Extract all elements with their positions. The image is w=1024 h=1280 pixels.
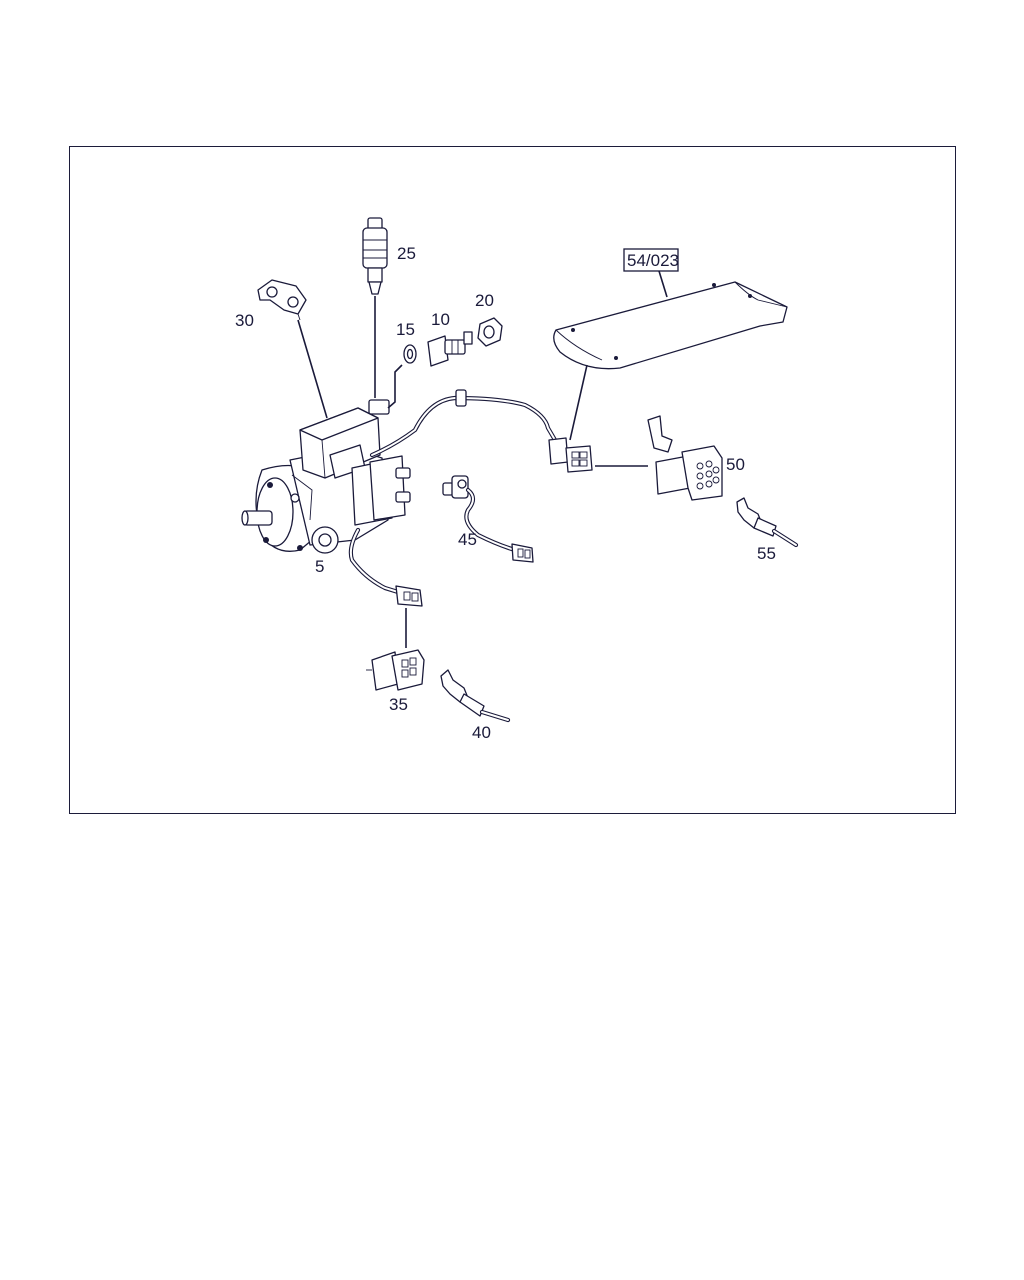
- part-20: [477, 317, 503, 347]
- callout-10: 10: [431, 310, 450, 329]
- callout-15: 15: [396, 320, 415, 339]
- part-15: [403, 344, 417, 364]
- callout-50: 50: [726, 455, 745, 474]
- pump-lower-wiring: [348, 527, 423, 607]
- leader-30: [297, 319, 328, 419]
- callout-5: 5: [315, 557, 324, 576]
- part-50: [647, 415, 723, 501]
- part-30: [257, 279, 307, 321]
- leader-harness: [569, 364, 588, 441]
- ref-box: [623, 248, 679, 272]
- diagram-frame: [69, 146, 956, 814]
- callout-55: 55: [757, 544, 776, 563]
- part-45: [442, 475, 534, 563]
- callout-25: 25: [397, 244, 416, 263]
- injection-pump: [241, 399, 411, 554]
- callout-40: 40: [472, 723, 491, 742]
- part-40: [440, 669, 511, 723]
- part-25: [362, 217, 388, 295]
- callout-30: 30: [235, 311, 254, 330]
- part-35: [366, 649, 425, 691]
- pump-wiring: [369, 389, 593, 473]
- callout-35: 35: [389, 695, 408, 714]
- ref-box-label: 54/023: [627, 251, 679, 270]
- leader-ref-box: [658, 270, 668, 298]
- callout-20: 20: [475, 291, 494, 310]
- harness-cover: [553, 281, 788, 370]
- part-55: [736, 497, 799, 548]
- leader-15: [387, 364, 403, 409]
- part-10: [427, 331, 473, 367]
- callout-45: 45: [458, 530, 477, 549]
